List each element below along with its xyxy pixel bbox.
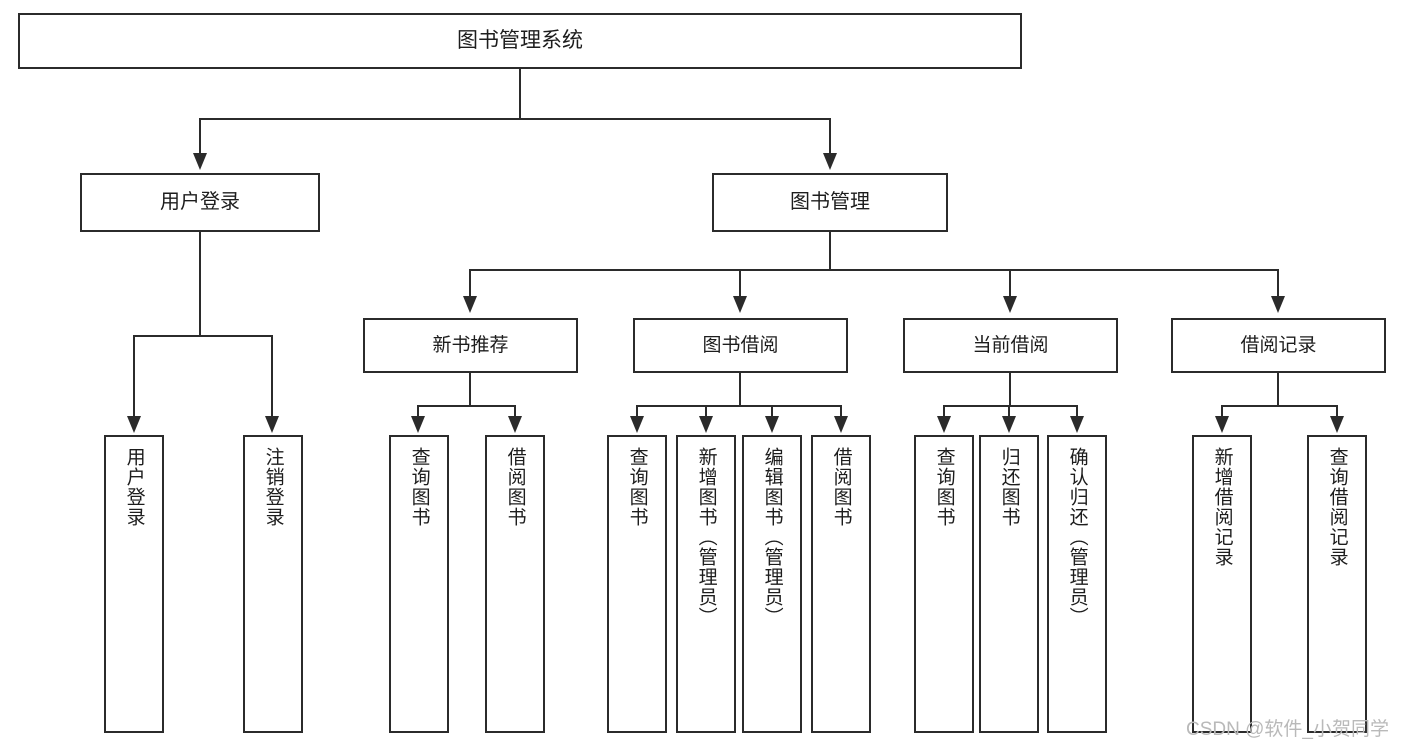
edge-root-to-book-mgmt — [829, 118, 831, 154]
edge-bb-to-borrow — [840, 405, 842, 418]
edge-new-book-bus — [417, 405, 516, 407]
node-borrow-record[interactable]: 借阅记录 — [1171, 318, 1386, 373]
edge-user-login-stem — [199, 232, 201, 336]
leaf-bb-edit-book[interactable]: 编辑图书（管理员） — [742, 435, 802, 733]
edge-book-mgmt-to-record — [1277, 269, 1279, 297]
arrowhead-to-record — [1271, 296, 1285, 313]
edge-book-mgmt-bus — [469, 269, 1278, 271]
arrowhead-bb-borrow — [834, 416, 848, 433]
edge-user-login-to-logout — [271, 335, 273, 417]
arrowhead-to-borrow — [733, 296, 747, 313]
edge-borrow-record-stem — [1277, 373, 1279, 407]
node-label: 用户登录 — [160, 191, 240, 214]
node-label: 新增借阅记录 — [1211, 447, 1233, 567]
edge-current-borrow-stem — [1009, 373, 1011, 407]
leaf-br-query-record[interactable]: 查询借阅记录 — [1307, 435, 1367, 733]
arrowhead-cb-confirm — [1070, 416, 1084, 433]
node-user-login[interactable]: 用户登录 — [80, 173, 320, 232]
node-label: 确认归还（管理员） — [1066, 447, 1088, 627]
node-label: 查询图书 — [408, 447, 430, 527]
edge-new-book-to-query — [417, 405, 419, 418]
edge-current-borrow-bus — [943, 405, 1077, 407]
arrowhead-cb-query — [937, 416, 951, 433]
arrowhead-bb-add — [699, 416, 713, 433]
leaf-logout[interactable]: 注销登录 — [243, 435, 303, 733]
arrowhead-cb-return — [1002, 416, 1016, 433]
edge-book-borrow-bus — [636, 405, 842, 407]
node-root-system[interactable]: 图书管理系统 — [18, 13, 1022, 69]
edge-book-mgmt-to-borrow — [739, 269, 741, 297]
edge-book-mgmt-stem — [829, 232, 831, 270]
node-label: 查询借阅记录 — [1326, 447, 1348, 567]
leaf-bb-borrow-book[interactable]: 借阅图书 — [811, 435, 871, 733]
edge-new-book-stem — [469, 373, 471, 407]
node-new-book-recommend[interactable]: 新书推荐 — [363, 318, 578, 373]
edge-cb-to-confirm — [1076, 405, 1078, 418]
edge-br-to-add — [1221, 405, 1223, 418]
edge-root-stem — [519, 69, 521, 119]
node-label: 图书管理系统 — [457, 29, 583, 53]
edge-root-to-user-login — [199, 118, 201, 154]
node-label: 借阅图书 — [830, 447, 852, 527]
node-label: 图书借阅 — [702, 334, 779, 356]
node-book-management[interactable]: 图书管理 — [712, 173, 948, 232]
leaf-bb-query-book[interactable]: 查询图书 — [607, 435, 667, 733]
node-label: 注销登录 — [262, 447, 284, 527]
leaf-cb-query-book[interactable]: 查询图书 — [914, 435, 974, 733]
node-label: 新书推荐 — [432, 334, 509, 356]
arrowhead-to-user-login — [193, 153, 207, 170]
leaf-cb-confirm-return[interactable]: 确认归还（管理员） — [1047, 435, 1107, 733]
edge-bb-to-edit — [771, 405, 773, 418]
arrowhead-to-book-mgmt — [823, 153, 837, 170]
edge-br-to-query — [1336, 405, 1338, 418]
node-label: 图书管理 — [790, 191, 870, 214]
arrowhead-br-query — [1330, 416, 1344, 433]
leaf-nb-borrow-book[interactable]: 借阅图书 — [485, 435, 545, 733]
arrowhead-to-login — [127, 416, 141, 433]
node-label: 借阅图书 — [504, 447, 526, 527]
leaf-bb-add-book[interactable]: 新增图书（管理员） — [676, 435, 736, 733]
leaf-user-login[interactable]: 用户登录 — [104, 435, 164, 733]
leaf-cb-return-book[interactable]: 归还图书 — [979, 435, 1039, 733]
edge-bb-to-add — [705, 405, 707, 418]
edge-cb-to-return — [1008, 405, 1010, 418]
leaf-nb-query-book[interactable]: 查询图书 — [389, 435, 449, 733]
arrowhead-br-add — [1215, 416, 1229, 433]
arrowhead-nb-query — [411, 416, 425, 433]
leaf-br-add-record[interactable]: 新增借阅记录 — [1192, 435, 1252, 733]
edge-new-book-to-borrow — [514, 405, 516, 418]
node-label: 借阅记录 — [1240, 334, 1317, 356]
arrowhead-nb-borrow — [508, 416, 522, 433]
node-label: 当前借阅 — [972, 334, 1049, 356]
arrowhead-bb-query — [630, 416, 644, 433]
node-label: 归还图书 — [998, 447, 1020, 527]
edge-root-bus — [199, 118, 831, 120]
edge-bb-to-query — [636, 405, 638, 418]
node-label: 查询图书 — [933, 447, 955, 527]
node-label: 用户登录 — [123, 447, 145, 527]
node-label: 查询图书 — [626, 447, 648, 527]
edge-cb-to-query — [943, 405, 945, 418]
node-book-borrow[interactable]: 图书借阅 — [633, 318, 848, 373]
arrowhead-bb-edit — [765, 416, 779, 433]
arrowhead-to-logout — [265, 416, 279, 433]
edge-book-mgmt-to-new-book — [469, 269, 471, 297]
edge-borrow-record-bus — [1221, 405, 1337, 407]
node-current-borrow[interactable]: 当前借阅 — [903, 318, 1118, 373]
edge-user-login-bus — [133, 335, 272, 337]
arrowhead-to-new-book — [463, 296, 477, 313]
node-label: 编辑图书（管理员） — [761, 447, 783, 627]
edge-book-mgmt-to-current — [1009, 269, 1011, 297]
edge-user-login-to-login — [133, 335, 135, 417]
node-label: 新增图书（管理员） — [695, 447, 717, 627]
edge-book-borrow-stem — [739, 373, 741, 407]
arrowhead-to-current — [1003, 296, 1017, 313]
